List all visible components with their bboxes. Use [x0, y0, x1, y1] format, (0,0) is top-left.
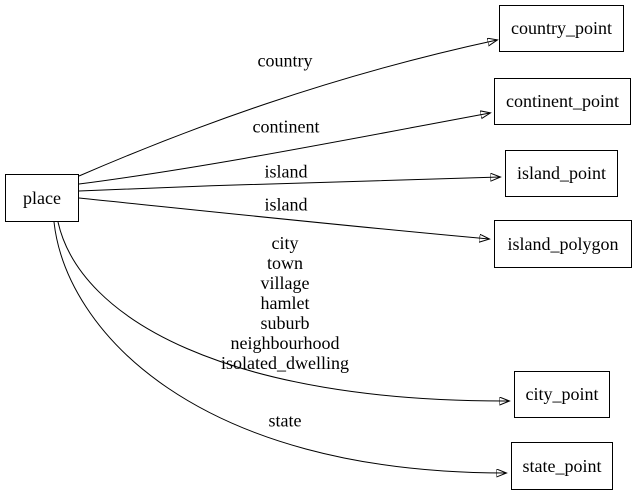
edge-place-country_point	[78, 40, 497, 177]
edge-label-continent: continent	[252, 116, 320, 137]
edge-label-line-suburb: suburb	[260, 313, 310, 333]
edge-label-line-city: city	[271, 233, 299, 253]
node-state_point: state_point	[511, 442, 613, 490]
edge-place-island_point	[78, 177, 500, 192]
edge-label-island-polygon: island	[264, 194, 308, 215]
edge-place-island_polygon	[78, 197, 489, 239]
edge-label-line-town: town	[266, 253, 303, 273]
edge-label-state: state	[268, 410, 302, 431]
edge-label-line-village: village	[260, 273, 310, 293]
edge-place-city_point	[57, 221, 509, 401]
node-place: place	[5, 174, 79, 222]
edge-label-line-neighbourhood: neighbourhood	[230, 333, 340, 353]
edge-label-line-isolated_dwelling: isolated_dwelling	[221, 353, 349, 373]
edge-label-island-point: island	[264, 161, 308, 182]
node-island_polygon: island_polygon	[494, 220, 632, 268]
node-island_point: island_point	[505, 150, 618, 197]
edge-place-state_point	[53, 221, 506, 473]
node-country_point: country_point	[499, 5, 624, 52]
edge-label-line-hamlet: hamlet	[260, 293, 310, 313]
node-continent_point: continent_point	[494, 78, 631, 125]
edge-place-continent_point	[78, 113, 490, 185]
edge-label-country: country	[257, 50, 313, 71]
node-city_point: city_point	[514, 371, 610, 418]
edge-label-city-group: city town village hamlet suburb neighbou…	[221, 233, 349, 373]
